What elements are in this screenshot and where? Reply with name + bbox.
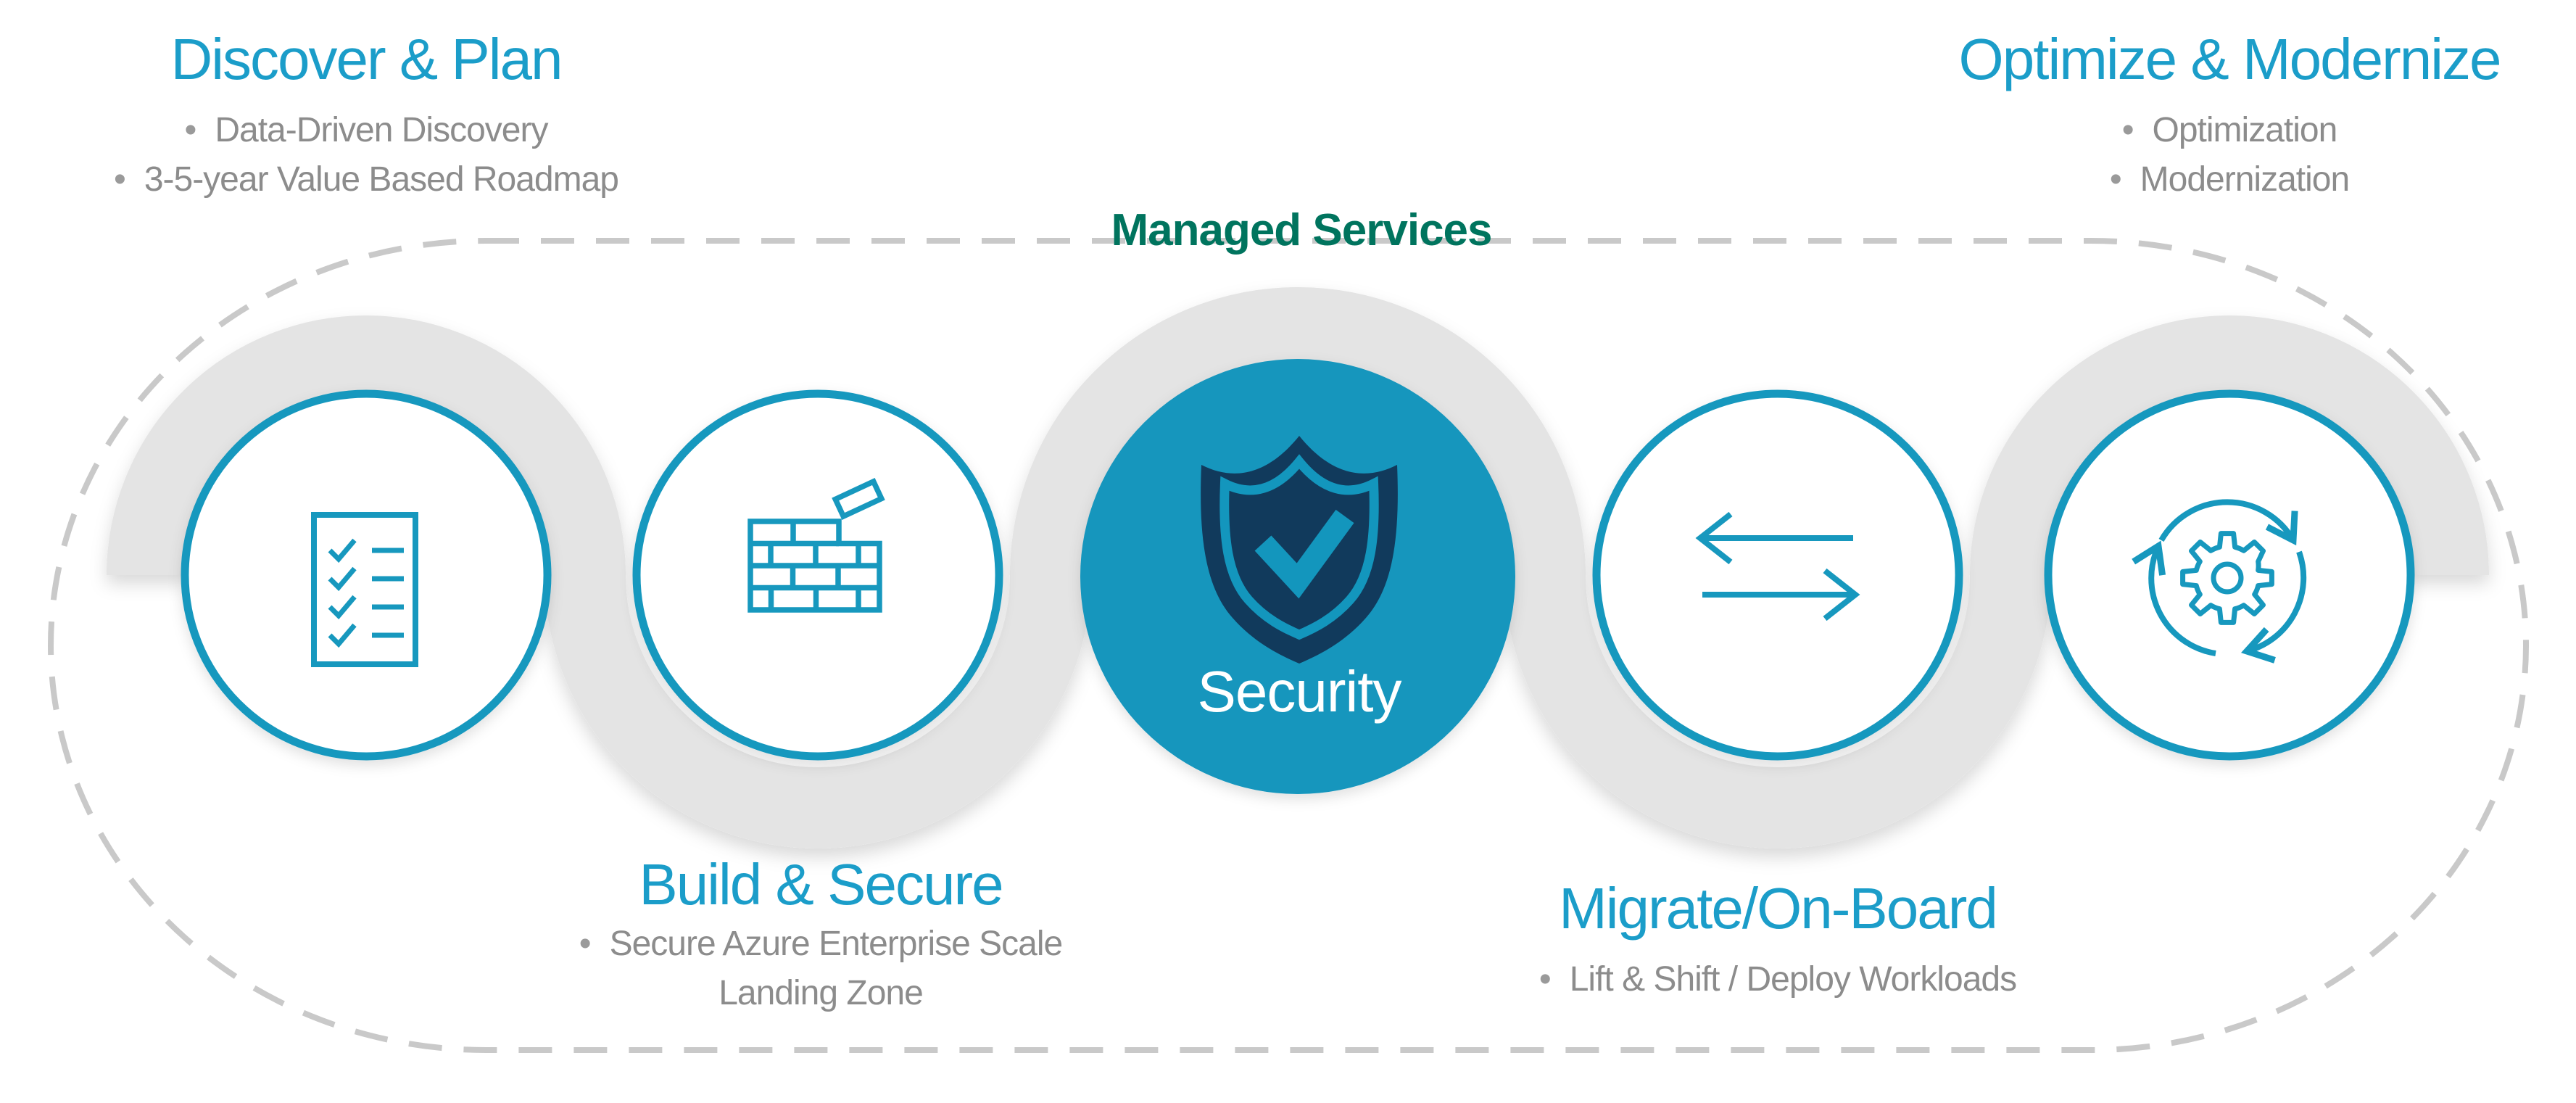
security-label: Security [1197,659,1402,724]
stage-bullets-migrate-onboard: • Lift & Shift / Deploy Workloads [1451,955,2104,1004]
stage-text-migrate-onboard: Migrate/On-Board • Lift & Shift / Deploy … [1451,874,2104,1004]
stage-circle-optimize [2044,389,2415,761]
managed-services-label: Managed Services [1111,205,1492,255]
dashed-boundary [48,238,2529,1053]
bullet-item: • 3-5-year Value Based Roadmap [40,155,692,205]
bullet-text: Lift & Shift / Deploy Workloads [1569,960,2017,999]
bullet-text: Optimization [2152,111,2338,149]
stage-bullets-optimize-modernize: •Optimization •Modernization [1903,106,2556,205]
bullet-dot: • [184,111,197,149]
bullet-dot: • [114,160,126,199]
gear-outline [2180,531,2274,625]
shield-inner-outline [1219,454,1379,640]
shield-check-icon [1201,436,1398,664]
stage-circle-migrate [1592,389,1963,761]
bullet-item: • Secure Azure Enterprise Scale Landing Z… [520,920,1122,1018]
bullet-dot: • [579,925,592,963]
bullet-dot: • [2121,111,2134,149]
transfer-arrows-icon [1695,511,1860,621]
stage-title-optimize-modernize: Optimize & Modernize [1958,27,2502,91]
stage-text-build-secure: Build & Secure • Secure Azure Enterprise … [494,850,1147,1018]
stage-circle-discover [181,389,552,761]
stage-discover-plan [181,389,552,761]
process-ribbon [107,287,2489,848]
gear-cycle-icon [2132,499,2307,664]
gear-hub [2211,561,2244,595]
stage-text-optimize-modernize: Optimize & Modernize •Optimization •Mode… [1903,25,2556,205]
bullet-item: • Modernization [1903,155,2556,205]
stage-title-migrate-onboard: Migrate/On-Board [1559,876,1998,941]
stage-build-secure [632,389,1003,761]
shield-checkmark [1254,509,1354,599]
checklist-icon [311,512,418,667]
bullet-text: Data-Driven Discovery [215,111,548,149]
stage-circle-build [632,389,1003,761]
stage-bullets-build-secure: • Secure Azure Enterprise Scale Landing Z… [520,920,1122,1018]
stage-bullets-discover-plan: • Data-Driven Discovery • 3-5-year Value B… [40,106,692,205]
brick-wall-icon [747,477,885,613]
bullet-item: • Optimization [1903,106,2556,155]
bullet-dot: • [1538,960,1552,999]
bullet-item: • Data-Driven Discovery [40,106,692,155]
bullet-text: Modernization [2140,160,2350,199]
stage-title-discover-plan: Discover & Plan [170,27,563,91]
stage-title-build-secure: Build & Secure [639,852,1003,917]
bullet-text: 3-5-year Value Based Roadmap [144,160,619,199]
bullet-dot: • [2109,160,2122,199]
stage-migrate-onboard [1592,389,1963,761]
bullet-text: Secure Azure Enterprise Scale Landing Zo… [609,925,1064,1012]
stage-optimize-modernize [2044,389,2415,761]
bullet-item: • Lift & Shift / Deploy Workloads [1451,955,2104,1004]
stage-security [1080,359,1515,794]
stage-text-discover-plan: Discover & Plan • Data-Driven Discovery •… [40,25,692,205]
